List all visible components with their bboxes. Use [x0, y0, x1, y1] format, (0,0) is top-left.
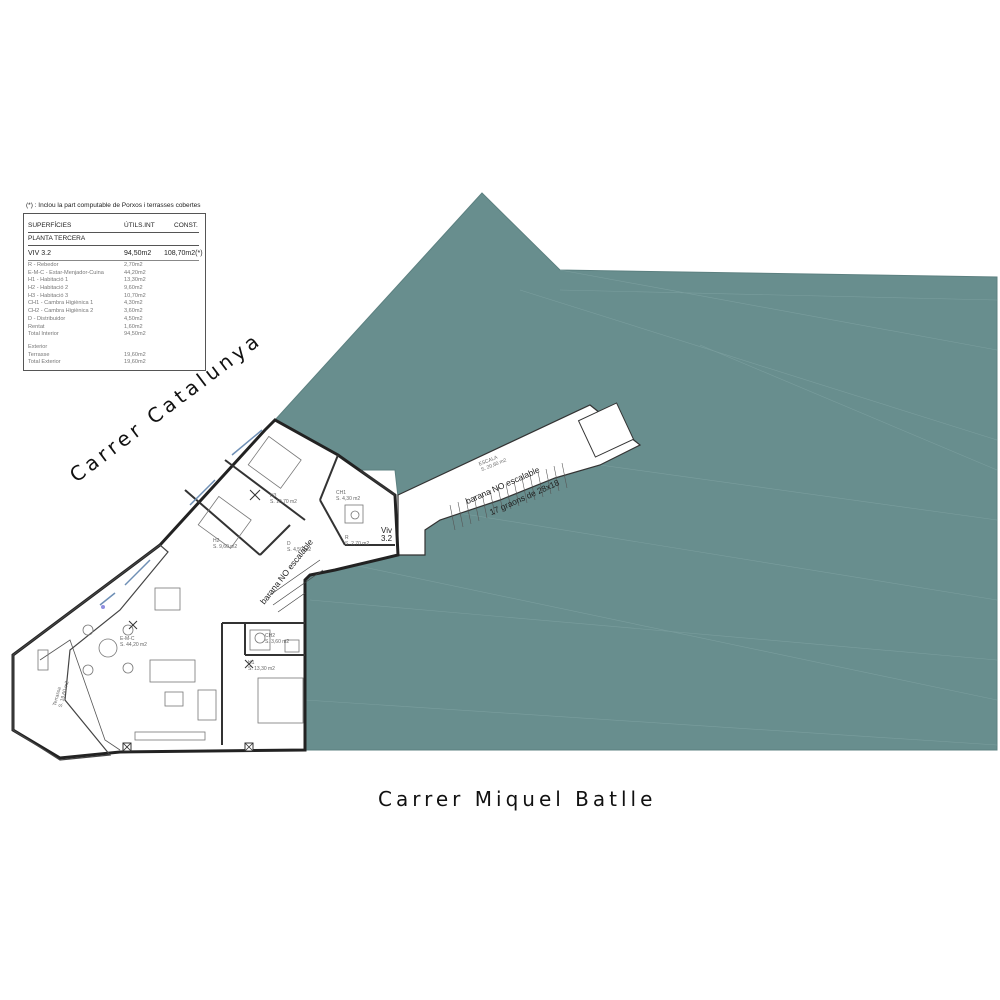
legend-note: (*) : Inclou la part computable de Porxo… — [26, 202, 201, 209]
legend-exterior-heading: Exterior — [28, 343, 48, 350]
legend-viv-const: 108,70m2(*) — [164, 250, 203, 257]
legend-header-utils: ÚTILS.INT — [124, 222, 155, 229]
staircase — [397, 402, 642, 556]
legend-header-const: CONST. — [174, 222, 198, 229]
roof-area — [274, 192, 998, 751]
legend-viv-name: VIV 3.2 — [28, 250, 51, 257]
legend-viv-row: VIV 3.2 94,50m2 108,70m2(*) — [28, 250, 203, 261]
street-label-miquel: Carrer Miquel Batlle — [378, 787, 657, 811]
viv-tag-line1: Viv — [381, 526, 392, 535]
apartment — [11, 418, 400, 761]
legend-header-superficies: SUPERFÍCIES — [28, 222, 72, 229]
roof-hatching — [304, 269, 998, 746]
viv-tag-line2: 3.2 — [381, 534, 393, 543]
legend-viv-utils: 94,50m2 — [124, 250, 152, 257]
viv-tag: Viv 3.2 — [381, 527, 392, 543]
legend-header: SUPERFÍCIES ÚTILS.INT CONST. — [28, 222, 199, 233]
legend-section: PLANTA TERCERA — [28, 235, 199, 246]
surfaces-legend: SUPERFÍCIES ÚTILS.INT CONST. PLANTA TERC… — [23, 213, 206, 371]
